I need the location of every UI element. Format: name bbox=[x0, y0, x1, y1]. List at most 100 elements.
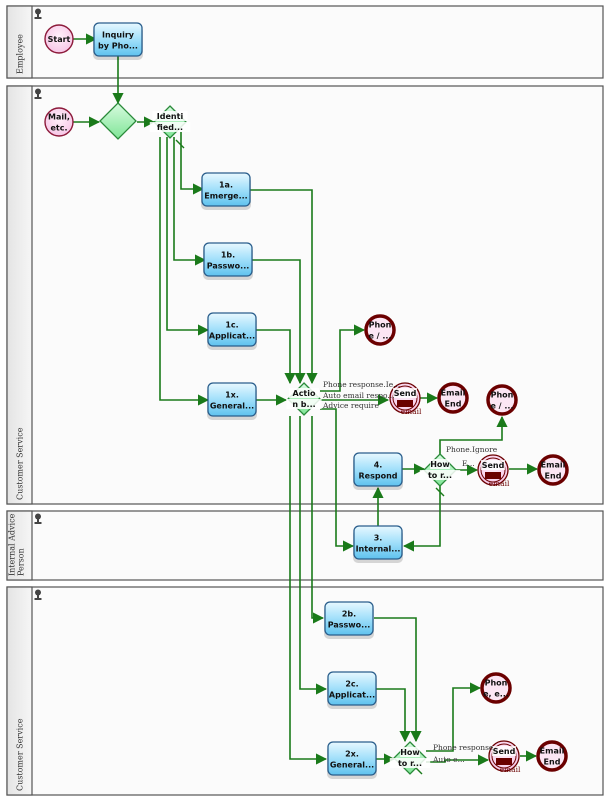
edge-label-how1-phone: Phone.Ignore bbox=[446, 445, 498, 454]
node-t4[interactable]: 4. Respond bbox=[353, 452, 403, 490]
lane-body bbox=[6, 510, 604, 581]
flow-how1-to-3[interactable] bbox=[402, 485, 441, 552]
send-sub-label: email bbox=[500, 765, 521, 774]
flow-how2-to-send3[interactable] bbox=[426, 754, 490, 766]
node-label: Passwo... bbox=[328, 621, 371, 630]
task-shape bbox=[324, 601, 374, 636]
flow-action-to-2x[interactable] bbox=[289, 416, 328, 765]
node-t2b[interactable]: 2b.Passwo... bbox=[324, 601, 374, 639]
node-merge[interactable] bbox=[99, 102, 137, 140]
node-t1x[interactable]: 1x. General... bbox=[207, 382, 257, 420]
node-t3[interactable]: 3.Internal... bbox=[353, 525, 403, 563]
flow-action-to-phone1[interactable] bbox=[320, 324, 366, 392]
lane-label: Internal Advice bbox=[8, 513, 17, 576]
node-label: Inquiry bbox=[102, 31, 135, 40]
end-event-shape bbox=[437, 382, 469, 414]
flow-identified-to-1a[interactable] bbox=[180, 132, 205, 195]
default-flow-marker bbox=[175, 139, 185, 149]
node-t1a[interactable]: 1a.Emerge... bbox=[201, 172, 251, 210]
end-event-shape bbox=[364, 314, 396, 346]
node-label: Actio bbox=[293, 389, 317, 398]
lane-header bbox=[6, 5, 33, 79]
node-t1c[interactable]: 1c. Applicat... bbox=[207, 312, 257, 350]
node-mail[interactable]: Mail,etc. bbox=[44, 107, 74, 137]
node-label: 4. bbox=[374, 461, 383, 470]
node-label: 1a. bbox=[219, 181, 233, 190]
gateway-shape bbox=[99, 102, 137, 140]
flow-action-to-3[interactable] bbox=[320, 408, 355, 552]
node-phone1[interactable]: Phon e / ... bbox=[364, 314, 396, 346]
end-event-shape bbox=[537, 454, 569, 486]
lane-label: Employee bbox=[16, 34, 25, 74]
node-label: Respond bbox=[359, 472, 398, 481]
lane-label: Person bbox=[17, 548, 26, 576]
node-label: Applicat... bbox=[209, 332, 255, 341]
node-label: Email bbox=[441, 389, 466, 398]
edge-label-action-auto: Auto email respo... bbox=[322, 391, 395, 400]
edge-label-how2-phone: Phone response bbox=[433, 743, 494, 752]
node-label: End bbox=[445, 400, 462, 409]
flow-how1-to-phone2[interactable] bbox=[439, 415, 508, 455]
node-label: Phon bbox=[369, 321, 392, 330]
send-sub-label: email bbox=[401, 407, 422, 416]
lane-body bbox=[6, 85, 604, 505]
gateway-label-bg bbox=[419, 470, 461, 480]
task-shape bbox=[93, 22, 143, 57]
task-shape bbox=[327, 741, 377, 776]
task-shape bbox=[353, 525, 403, 560]
node-phone2[interactable]: Phone / ... bbox=[486, 384, 518, 416]
flow-identified-to-1x[interactable] bbox=[159, 137, 210, 406]
node-identified[interactable]: Identified... bbox=[149, 105, 191, 139]
end-event-shape bbox=[536, 740, 568, 772]
node-action[interactable]: Actio n b... bbox=[286, 382, 322, 416]
node-label: e / ... bbox=[368, 332, 391, 341]
node-label: End bbox=[545, 472, 562, 481]
node-label: Send bbox=[493, 747, 516, 756]
flow-identified-to-1b[interactable] bbox=[173, 137, 207, 266]
flow-1b-to-action[interactable] bbox=[252, 259, 306, 385]
node-label: e / ... bbox=[490, 402, 513, 411]
node-send3[interactable]: Send email bbox=[488, 740, 521, 774]
lane-header bbox=[6, 85, 33, 505]
node-label: fied... bbox=[157, 123, 183, 132]
node-label: How bbox=[400, 748, 420, 757]
gateway-label-bg bbox=[286, 399, 322, 409]
lane-header bbox=[6, 586, 33, 796]
send-label-bg bbox=[393, 388, 417, 398]
task-shape bbox=[201, 172, 251, 207]
flow-2b-to-how2[interactable] bbox=[374, 617, 422, 743]
node-label: Send bbox=[394, 389, 417, 398]
edge-label-action-phone: Phone response.Ie... bbox=[323, 380, 400, 389]
node-label: 1x. bbox=[225, 391, 239, 400]
node-label: 2c. bbox=[345, 680, 358, 689]
gateway-label-bg bbox=[149, 122, 191, 132]
node-send1[interactable]: Send email bbox=[389, 382, 422, 416]
flow-1c-to-action[interactable] bbox=[256, 329, 296, 385]
node-t2c[interactable]: 2c.Applicat... bbox=[327, 671, 377, 709]
task-shape bbox=[203, 242, 253, 277]
edge-label-action-advice: Advice require bbox=[322, 401, 380, 410]
node-t2x[interactable]: 2x.General... bbox=[327, 741, 377, 779]
node-label: 1c. bbox=[225, 321, 238, 330]
flow-action-to-2b[interactable] bbox=[311, 416, 325, 624]
node-phone3[interactable]: Phone, e... bbox=[480, 672, 512, 704]
flow-how2-to-phone3[interactable] bbox=[426, 682, 482, 752]
flow-action-to-2c[interactable] bbox=[299, 416, 328, 695]
node-label: Start bbox=[48, 35, 71, 44]
flow-2c-to-how2[interactable] bbox=[376, 688, 411, 743]
node-start[interactable]: Start bbox=[44, 24, 74, 54]
flow-identified-to-1c[interactable] bbox=[166, 137, 210, 336]
flow-1a-to-action[interactable] bbox=[250, 189, 318, 385]
node-label: n b... bbox=[292, 400, 315, 409]
node-label: 2x. bbox=[345, 750, 359, 759]
node-how2[interactable]: How to r... bbox=[389, 741, 431, 775]
node-t1b[interactable]: 1b.Passwo... bbox=[203, 242, 253, 280]
node-label: to r... bbox=[398, 759, 422, 768]
node-label: General... bbox=[210, 402, 254, 411]
